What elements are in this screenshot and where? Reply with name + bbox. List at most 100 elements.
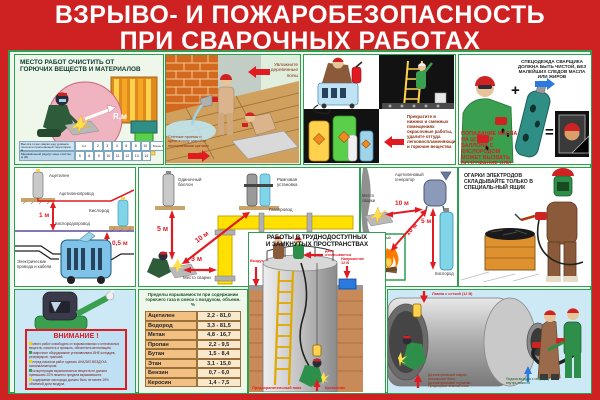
limits-gas-name: Пропан [145, 339, 197, 349]
welder-figure [460, 76, 514, 163]
arrow-equipment [414, 374, 422, 388]
distance-10m-label-1: 10 м [395, 200, 409, 207]
panel-clear-area: МЕСТО РАБОТ ОЧИСТИТЬ ОТ ГОРЮЧИХ ВЕЩЕСТВ … [14, 54, 164, 165]
arrow-rope [313, 379, 321, 391]
arrow-remove [384, 136, 404, 148]
moisten-note: Увлажните деревянные полы [270, 63, 298, 79]
arrow-voltage [343, 266, 351, 279]
clear-area-illustration [37, 76, 158, 157]
bullet-icon [29, 378, 32, 381]
attention-item: сварочное оборудование устанавливать ВНЕ… [29, 350, 116, 359]
limits-gas-name: Ацетилен [145, 311, 197, 321]
air-label: Воздух [250, 259, 264, 263]
single-cylinder-label: Одиночный баллон [178, 177, 202, 187]
wet-floor-illustration [166, 55, 299, 163]
stop-paint-note: Прекратите в нижних и смежных помещениях… [407, 114, 456, 149]
limits-gas-name: Бутан [145, 349, 197, 359]
stop-paint-illustration [304, 55, 454, 163]
mourning-portrait [555, 111, 590, 157]
limits-gas-range: 3,3 - 81,5 [197, 320, 241, 330]
oxygen-cylinder [117, 197, 129, 227]
stubs-box [484, 228, 536, 271]
arrow-moisten [248, 66, 270, 78]
acetylene-pipe-label: Ацетиленопровод [59, 191, 94, 196]
ramp-label: Рамповая установка [277, 177, 298, 187]
attention-box: ВНИМАНИЕ ! место работ освободить от взр… [25, 329, 127, 390]
oxygen-label: Кислород [89, 208, 110, 213]
ground-hatch [460, 271, 540, 283]
limits-gas-name: Бензин [145, 368, 197, 378]
bullet-icon [29, 360, 32, 363]
stubs-illustration [460, 168, 584, 283]
clean-clothes-heading: СПЕЦОДЕЖДА СВАРЩИКА ДОЛЖНА БЫТЬ ЧИСТОЙ, … [517, 59, 587, 80]
plus-sign: + [511, 82, 520, 99]
oil-warning: ПОПАДАНИЕ МАСЛА НА ШТУЦЕР БАЛЛОНА С КИСЛ… [461, 131, 518, 165]
poster-content: МЕСТО РАБОТ ОЧИСТИТЬ ОТ ГОРЮЧИХ ВЕЩЕСТВ … [8, 50, 592, 394]
attention-heading: ВНИМАНИЕ ! [53, 333, 99, 340]
poster-title-line1: ВЗРЫВО- И ПОЖАРОБЕЗОПАСНОСТЬ [54, 1, 546, 29]
arrow-smoke [303, 251, 323, 259]
caged-lamp [412, 303, 422, 318]
clear-table-cell: 5 [75, 151, 85, 161]
confined-illustration [249, 236, 363, 392]
clear-table-row-label: Высота точки сварки над уровнем пола или… [19, 141, 75, 152]
poster-title: ВЗРЫВО- И ПОЖАРОБЕЗОПАСНОСТЬ ПРИ СВАРОЧН… [0, 2, 600, 54]
clear-table-cell: Более 10 [150, 141, 163, 151]
welder-with-extinguisher [312, 57, 363, 115]
smoke-label: Дым отсасывается [325, 249, 352, 258]
panel-cistern: Лампа с сеткой (12 В) Диэлектрический ко… [387, 289, 592, 394]
clear-table-cell: 10 [140, 141, 150, 151]
weld-sparks [364, 206, 394, 227]
rope-label: Крепление [325, 386, 346, 390]
arrow-5m [169, 210, 175, 260]
generator-label: Ацетиленовый генератор [395, 172, 424, 182]
attention-item: перед началом работ сделать АНАЛИЗ ВОЗДУ… [29, 359, 107, 368]
arrow-air [252, 267, 260, 287]
gas-pipeline [214, 212, 354, 285]
limits-gas-range: 2,2 - 9,5 [197, 339, 241, 349]
limits-gas-range: 1,5 - 8,4 [197, 349, 241, 359]
panel-stubs: ОГАРКИ ЭЛЕКТРОДОВ СКЛАДЫВАЙТЕ ТОЛЬКО В С… [458, 167, 592, 287]
clear-table-cell: 9 [94, 151, 104, 161]
belt-label: Предохранительный пояс [252, 386, 302, 390]
bullet-icon [29, 369, 32, 372]
acetylene-label: Ацетилен [49, 173, 70, 178]
bullet-icon [29, 351, 32, 354]
clear-table-cell: 8 [84, 151, 94, 161]
clear-table-cell: 3 [102, 141, 112, 151]
attention-list: место работ освободить от взрывоопасных … [29, 342, 123, 386]
welder-figure [514, 168, 584, 282]
weld-place-label: Место сварки [362, 193, 376, 203]
radius-arrow [84, 104, 117, 121]
clear-table-cell: 13 [132, 151, 142, 161]
water-pool [166, 120, 216, 142]
lamp [312, 344, 322, 357]
lamp-label: Лампа с сеткой (12 В) [432, 292, 473, 296]
single-cylinder [162, 171, 175, 207]
attention-item: содержание кислорода должно быть не мене… [29, 377, 109, 386]
brick-columns [249, 285, 363, 392]
clear-table-cell: 10 [103, 151, 113, 161]
clear-table-cell: 0-2 [75, 141, 93, 151]
panel-limits: Пределы взрываемости при содержании горю… [138, 289, 248, 394]
generator-illustration [361, 168, 454, 281]
weld-place-label: Место сварки [183, 275, 211, 280]
arrow-5m-vertical [430, 208, 436, 270]
panel-attention: ВНИМАНИЕ ! место работ освободить от взр… [14, 289, 136, 394]
voltage-label: Напряжение 12 В [341, 257, 365, 266]
panel-wet-floor: Увлажните деревянные полы Стенные проемы… [165, 54, 301, 165]
distances-illustration [147, 171, 354, 285]
clear-table-cell: 2 [93, 141, 103, 151]
cables-label: Электрические провода и кабели [17, 259, 52, 269]
equals-sign: = [545, 124, 554, 141]
stubs-note: ОГАРКИ ЭЛЕКТРОДОВ СКЛАДЫВАЙТЕ ТОЛЬКО В С… [464, 173, 533, 191]
